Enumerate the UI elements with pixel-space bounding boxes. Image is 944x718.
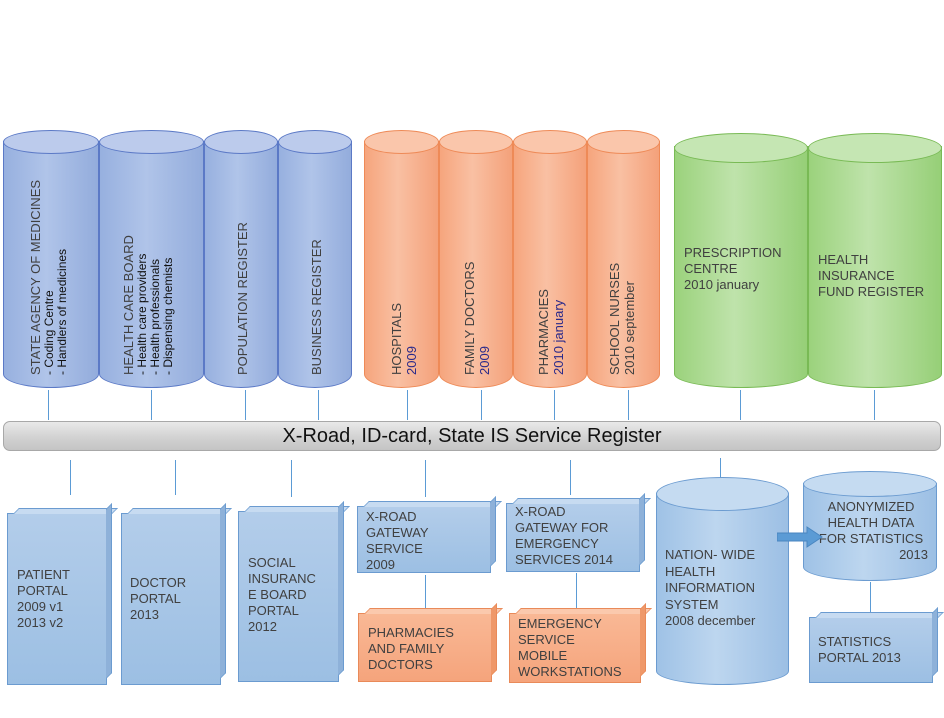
patient-portal-label: PATIENT PORTAL 2009 v1 2013 v2 [17, 567, 70, 630]
population-register-title: POPULATION REGISTER [235, 222, 250, 375]
nationwide-his-cylinder: NATION- WIDE HEALTH INFORMATION SYSTEM 2… [656, 477, 789, 685]
school-nurses-title: SCHOOL NURSES [607, 262, 622, 375]
health-care-board-item: - Dispensing chemists [161, 257, 175, 375]
nationwide-his-label: NATION- WIDE HEALTH INFORMATION SYSTEM 2… [665, 547, 756, 628]
hospitals-title: HOSPITALS [389, 302, 404, 375]
pharmacies-year: 2010 january [551, 299, 566, 375]
family-doctors-title: FAMILY DOCTORS [462, 261, 477, 375]
hospitals-year: 2009 [404, 346, 419, 375]
anonymized-line2: HEALTH DATA [827, 515, 915, 530]
doctor-portal-label: DOCTOR PORTAL 2013 [130, 575, 187, 622]
health-insurance-fund-label: HEALTH INSURANCE FUND REGISTER [818, 252, 925, 299]
prescription-centre-cylinder: PRESCRIPTION CENTRE 2010 january [674, 133, 808, 388]
connector-line [720, 458, 721, 493]
connector-line [740, 390, 741, 420]
school-nurses-cylinder: SCHOOL NURSES 2010 september [587, 130, 660, 388]
anonymized-data-cylinder: ANONYMIZED HEALTH DATA FOR STATISTICS 20… [803, 471, 937, 581]
connector-line [245, 390, 246, 420]
state-agency-item: - Handlers of medicines [55, 248, 69, 375]
connector-line [407, 390, 408, 420]
connector-line [425, 575, 426, 608]
population-register-cylinder: POPULATION REGISTER [204, 130, 278, 388]
x-road-bus-bar: X-Road, ID-card, State IS Service Regist… [3, 421, 941, 451]
x-road-gateway-label: X-ROAD GATEWAY SERVICE 2009 [366, 509, 429, 572]
pharmacies-family-doctors-label: PHARMACIES AND FAMILY DOCTORS [368, 625, 454, 672]
state-agency-of-medicines-cylinder: STATE AGENCY OF MEDICINES - Coding Centr… [3, 130, 99, 388]
connector-line [570, 460, 571, 495]
connector-line [175, 460, 176, 495]
health-care-board-cylinder: HEALTH CARE BOARD - Health care provider… [99, 130, 204, 388]
pharmacies-title: PHARMACIES [536, 289, 551, 375]
pharmacies-cylinder: PHARMACIES 2010 january [513, 130, 587, 388]
social-insurance-board-portal-box: SOCIAL INSURANC E BOARD PORTAL 2012 [238, 501, 350, 682]
doctor-portal-box: DOCTOR PORTAL 2013 [121, 503, 232, 685]
health-care-board-title: HEALTH CARE BOARD [121, 235, 136, 375]
bus-label: X-Road, ID-card, State IS Service Regist… [282, 424, 662, 447]
emergency-mobile-workstations-box: EMERGENCY SERVICE MOBILE WORKSTATIONS [509, 603, 652, 683]
x-road-emergency-label: X-ROAD GATEWAY FOR EMERGENCY SERVICES 20… [515, 504, 614, 567]
social-insurance-label: SOCIAL INSURANC E BOARD PORTAL 2012 [248, 555, 316, 634]
connector-line [874, 390, 875, 420]
connector-line [870, 582, 871, 612]
connector-line [628, 390, 629, 420]
school-nurses-year: 2010 september [622, 281, 637, 375]
connector-line [554, 390, 555, 420]
statistics-portal-box: STATISTICS PORTAL 2013 [809, 607, 944, 683]
connector-line [318, 390, 319, 420]
connector-line [576, 573, 577, 608]
connector-line [48, 390, 49, 420]
connector-line [70, 460, 71, 495]
hospitals-cylinder: HOSPITALS 2009 [364, 130, 439, 388]
connector-line [151, 390, 152, 420]
connector-line [481, 390, 482, 420]
prescription-centre-label: PRESCRIPTION CENTRE 2010 january [684, 245, 782, 292]
connector-line [291, 460, 292, 497]
arrow-right-icon [777, 526, 823, 548]
business-register-title: BUSINESS REGISTER [309, 239, 324, 375]
connector-line [425, 460, 426, 497]
family-doctors-year: 2009 [477, 346, 492, 375]
business-register-cylinder: BUSINESS REGISTER [278, 130, 352, 388]
health-insurance-fund-cylinder: HEALTH INSURANCE FUND REGISTER [808, 133, 942, 388]
anonymized-line1: ANONYMIZED [827, 499, 915, 514]
emergency-mobile-label: EMERGENCY SERVICE MOBILE WORKSTATIONS [518, 616, 622, 679]
pharmacies-family-doctors-box: PHARMACIES AND FAMILY DOCTORS [358, 603, 503, 682]
statistics-portal-label: STATISTICS PORTAL 2013 [818, 634, 901, 665]
family-doctors-cylinder: FAMILY DOCTORS 2009 [439, 130, 513, 388]
x-road-gateway-service-box: X-ROAD GATEWAY SERVICE 2009 [357, 496, 502, 573]
patient-portal-box: PATIENT PORTAL 2009 v1 2013 v2 [7, 503, 118, 685]
anonymized-year: 2013 [899, 547, 928, 562]
x-road-emergency-gateway-box: X-ROAD GATEWAY FOR EMERGENCY SERVICES 20… [506, 493, 651, 572]
state-agency-title: STATE AGENCY OF MEDICINES [28, 179, 43, 375]
anonymized-line3: FOR STATISTICS [818, 531, 924, 546]
